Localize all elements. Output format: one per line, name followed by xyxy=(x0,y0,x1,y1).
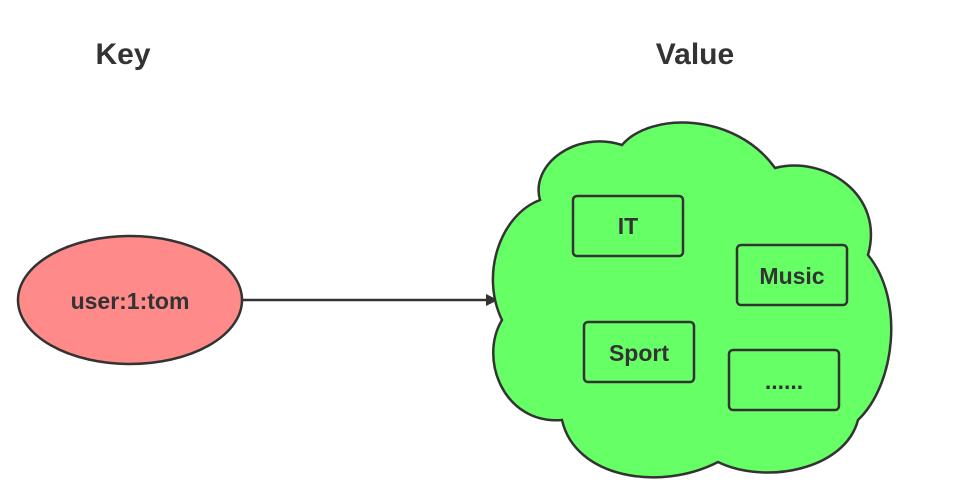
value-item-box-more xyxy=(727,348,841,412)
value-item-box-it xyxy=(571,194,685,258)
value-item-sport: Sport xyxy=(609,340,669,366)
value-heading: Value xyxy=(656,38,734,71)
key-ellipse xyxy=(16,234,244,366)
value-item-box-music xyxy=(735,243,849,307)
value-item-it: IT xyxy=(618,213,638,239)
value-item-box-sport xyxy=(582,320,696,384)
value-item-more: ...... xyxy=(765,368,803,394)
key-node: user:1:tom xyxy=(16,234,244,366)
key-label: user:1:tom xyxy=(71,288,190,314)
value-item-music: Music xyxy=(759,263,824,289)
key-heading: Key xyxy=(95,38,150,71)
value-node: IT Music Sport ...... xyxy=(491,121,893,479)
